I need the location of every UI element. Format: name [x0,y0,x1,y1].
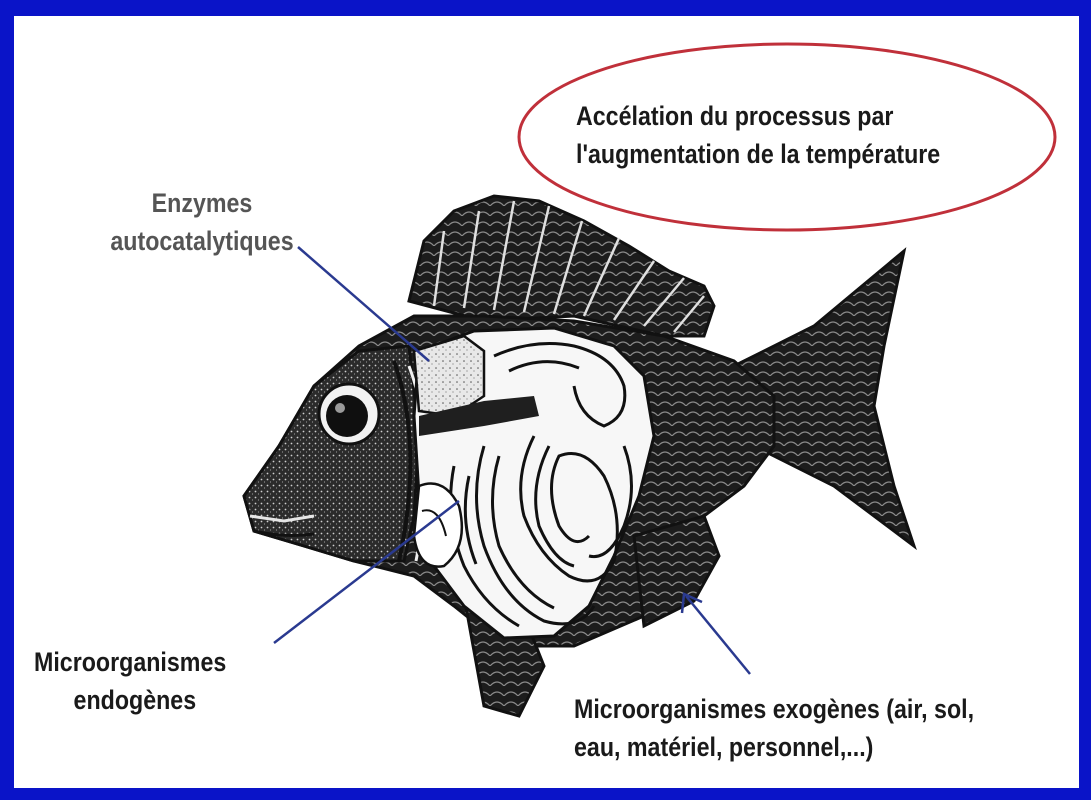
label-endogenous-line-2: endogènes [34,681,226,719]
fish-head [244,346,419,561]
label-acceleration-line-2: l'augmentation de la température [576,135,940,173]
label-endogenous-line-1: Microorganismes [34,643,226,681]
label-endogenous: Microorganismes endogènes [34,643,226,719]
label-enzymes-line-1: Enzymes [90,184,314,222]
anal-fin [634,516,719,626]
label-exogenous-line-1: Microorganismes exogènes (air, sol, [574,690,974,728]
label-exogenous: Microorganismes exogènes (air, sol, eau,… [574,690,974,766]
label-exogenous-line-2: eau, matériel, personnel,...) [574,728,974,766]
diagram-slide: Enzymes autocatalytiques Accélation du p… [14,16,1079,788]
label-enzymes-line-2: autocatalytiques [90,222,314,260]
label-enzymes: Enzymes autocatalytiques [90,184,314,260]
label-acceleration: Accélation du processus par l'augmentati… [576,97,940,173]
pointer-exogenous [686,596,750,674]
label-acceleration-line-1: Accélation du processus par [576,97,940,135]
